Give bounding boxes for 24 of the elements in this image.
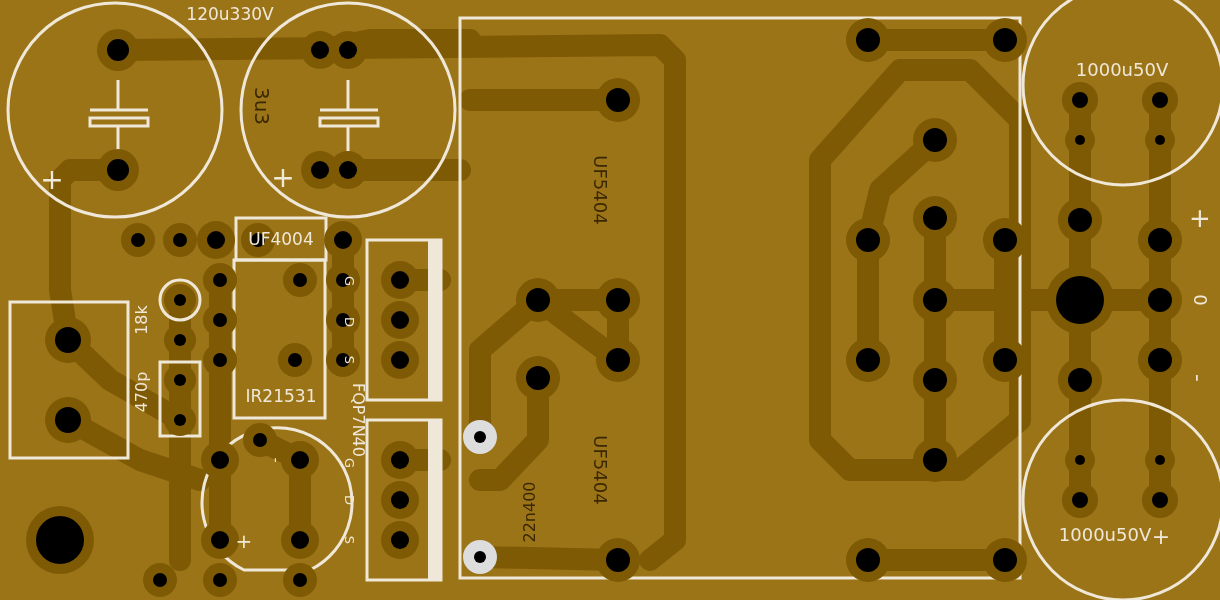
polarity-mark: +: [40, 166, 64, 194]
pin-label: G: [342, 275, 356, 287]
value-label: 1000u50V: [1075, 61, 1169, 79]
value-label: 18k: [134, 305, 150, 335]
terminal-label: -: [1187, 374, 1209, 382]
pin-label: S: [342, 535, 356, 545]
pin-label: G: [342, 457, 356, 469]
part-label: UF5404: [591, 435, 609, 505]
polarity-mark: +: [1151, 526, 1171, 548]
value-label: 470p: [134, 371, 150, 413]
polarity-mark: +: [271, 164, 295, 192]
terminal-label: 0: [1191, 294, 1209, 306]
value-label: 22n400: [522, 481, 538, 543]
polarity-mark: +: [235, 531, 253, 551]
part-label: FQP7N40: [350, 383, 366, 457]
pin-label: S: [342, 355, 356, 365]
polarity-mark: -: [269, 457, 283, 463]
polarity-mark: +: [1189, 205, 1211, 231]
part-label: IR21531: [245, 387, 317, 405]
value-label: 120u330V: [186, 5, 274, 23]
value-label: 3u3: [252, 86, 272, 126]
part-label: UF5404: [591, 155, 609, 225]
pin-label: D: [342, 317, 356, 327]
value-label: 1000u50V: [1058, 526, 1152, 544]
